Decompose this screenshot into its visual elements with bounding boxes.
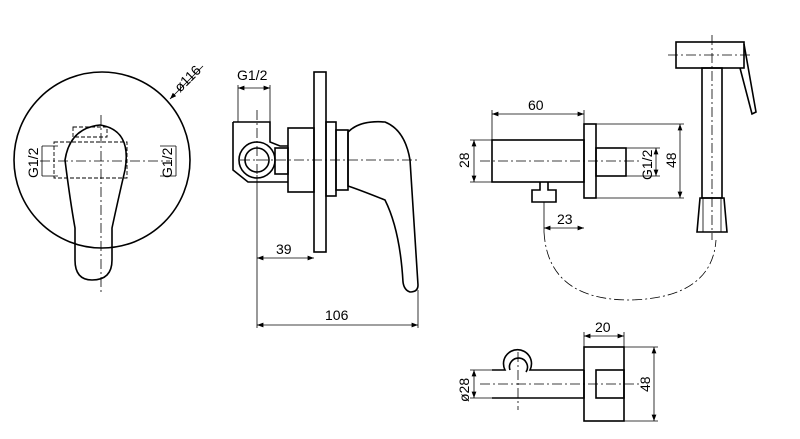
bottom-diameter-label: ø28 [456, 378, 472, 402]
holder-top-view: 60 28 G1/2 48 23 [456, 97, 717, 301]
bottom-height-label: 48 [637, 376, 653, 392]
bottom-width-label: 20 [595, 319, 611, 335]
side-view: G1/2 39 106 [232, 67, 420, 328]
height-label: 28 [456, 152, 472, 168]
right-height-label: 48 [663, 152, 679, 168]
diameter-label: ø116 [171, 62, 204, 95]
hand-shower [668, 35, 757, 240]
right-thread-label: G1/2 [159, 147, 175, 178]
top-thread-label: G1/2 [237, 67, 268, 83]
outlet-label: 23 [557, 211, 573, 227]
front-view: G1/2 G1/2 ø116 [13, 62, 204, 295]
thread-label: G1/2 [639, 149, 655, 180]
holder-bottom-view: 20 ø28 48 [456, 319, 658, 422]
depth-label: 39 [276, 241, 292, 257]
left-thread-label: G1/2 [25, 147, 41, 178]
width-label: 60 [528, 97, 544, 113]
total-length-label: 106 [325, 307, 349, 323]
